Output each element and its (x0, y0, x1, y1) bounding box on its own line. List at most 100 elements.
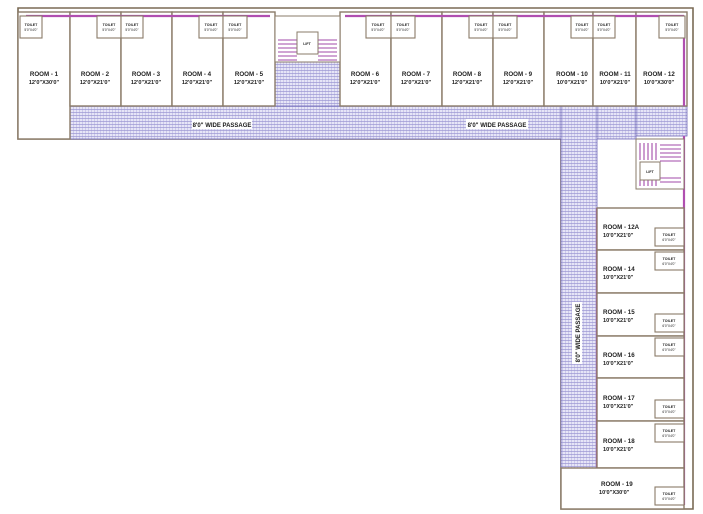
passage-labels: 8'0" WIDE PASSAGE 8'0" WIDE PASSAGE 8'0"… (192, 119, 582, 364)
toilet-14 (654, 251, 685, 271)
toilet-19-size: 6'0"X4'0" (662, 497, 676, 501)
toilet-1-label: TOILET (25, 23, 39, 27)
toilet-9-size: 5'0"X4'0" (498, 28, 512, 32)
room-15-size: 10'0"X21'0" (603, 318, 634, 324)
passage-lift-lobby-right (635, 105, 688, 137)
toilet-11-label: TOILET (598, 23, 612, 27)
room-11-name: ROOM - 11 (599, 71, 631, 78)
lift-label-right: LIFT (646, 170, 654, 174)
room-labels: ROOM - 1 12'0"X30'0" ROOM - 2 12'0"X21'0… (29, 71, 676, 86)
toilet-3 (120, 15, 144, 39)
toilet-10-size: 5'0"X4'0" (575, 28, 589, 32)
toilet-12 (658, 15, 686, 39)
room-12-size: 10'0"X30'0" (644, 80, 675, 86)
stair-core-right (635, 138, 685, 190)
toilet-9-label: TOILET (499, 23, 513, 27)
room-12-name: ROOM - 12 (643, 71, 675, 78)
toilet-18 (654, 423, 685, 443)
room-9-name: ROOM - 9 (504, 71, 533, 78)
passage-label-right: 8'0" WIDE PASSAGE (468, 123, 527, 129)
toilet-1-size: 5'0"X4'0" (24, 28, 38, 32)
room-16-size: 10'0"X21'0" (603, 361, 634, 367)
stair-core-top (274, 15, 341, 63)
room-18-name: ROOM - 18 (603, 438, 635, 445)
passage-lift-lobby (274, 61, 341, 107)
room-5-name: ROOM - 5 (235, 71, 264, 78)
toilet-16 (654, 337, 685, 357)
toilet-15-label: TOILET (663, 319, 677, 323)
toilet-17-size: 6'0"X4'0" (662, 410, 676, 414)
room-4-size: 12'0"X21'0" (182, 80, 213, 86)
toilet-3-size: 5'0"X4'0" (125, 28, 139, 32)
toilet-2-size: 5'0"X4'0" (102, 28, 116, 32)
toilet-4 (198, 15, 224, 39)
room-19-name: ROOM - 19 (601, 481, 633, 488)
toilet-9 (492, 15, 518, 39)
toilet-16-size: 6'0"X4'0" (662, 348, 676, 352)
toilet-18-label: TOILET (663, 429, 677, 433)
toilet-7 (390, 15, 416, 39)
room-12a-name: ROOM - 12A (603, 224, 640, 231)
toilet-12-label: TOILET (666, 23, 680, 27)
room-10-name: ROOM - 10 (556, 71, 588, 78)
toilet-7-size: 5'0"X4'0" (396, 28, 410, 32)
toilet-8 (468, 15, 494, 39)
room-11-size: 10'0"X21'0" (600, 80, 631, 86)
toilet-12a-label: TOILET (663, 233, 677, 237)
toilet-8-label: TOILET (475, 23, 489, 27)
passage-top (69, 105, 637, 140)
passage-label-vertical: 8'0" WIDE PASSAGE (576, 304, 582, 363)
toilet-4-label: TOILET (205, 23, 219, 27)
toilet-6-size: 5'0"X4'0" (371, 28, 385, 32)
room-5 (222, 11, 276, 107)
room-9-size: 12'0"X21'0" (503, 80, 534, 86)
room-1-name: ROOM - 1 (30, 71, 59, 78)
toilet-12-size: 5'0"X4'0" (665, 28, 679, 32)
toilet-15 (654, 313, 685, 333)
room-12a-size: 10'0"X21'0" (603, 233, 634, 239)
toilet-19 (654, 486, 685, 506)
room-3-size: 12'0"X21'0" (131, 80, 162, 86)
room-7-name: ROOM - 7 (402, 71, 431, 78)
toilet-4-size: 5'0"X4'0" (204, 28, 218, 32)
room-7-size: 12'0"X21'0" (401, 80, 432, 86)
room-1-size: 12'0"X30'0" (29, 80, 60, 86)
toilet-19-label: TOILET (663, 492, 677, 496)
passage-right (560, 105, 598, 469)
toilet-1 (19, 15, 43, 39)
room-8-size: 12'0"X21'0" (452, 80, 483, 86)
room-4-name: ROOM - 4 (183, 71, 212, 78)
room-2-size: 12'0"X21'0" (80, 80, 111, 86)
room-2-name: ROOM - 2 (81, 71, 110, 78)
toilet-11-size: 5'0"X4'0" (597, 28, 611, 32)
toilet-11 (592, 15, 616, 39)
toilet-12a-size: 6'0"X4'0" (662, 238, 676, 242)
toilet-2 (96, 15, 122, 39)
room-10-size: 10'0"X21'0" (557, 80, 588, 86)
room-14-size: 10'0"X21'0" (603, 275, 634, 281)
toilet-5-label: TOILET (229, 23, 243, 27)
toilet-2-label: TOILET (103, 23, 117, 27)
right-toilet-labels: TOILET 6'0"X4'0" TOILET 6'0"X4'0" TOILET… (662, 233, 676, 501)
room-17-size: 10'0"X21'0" (603, 404, 634, 410)
room-17-name: ROOM - 17 (603, 395, 635, 402)
room-18-size: 10'0"X21'0" (603, 447, 634, 453)
room-6-name: ROOM - 6 (351, 71, 380, 78)
top-toilet-labels: TOILET 5'0"X4'0" TOILET 5'0"X4'0" TOILET… (24, 23, 679, 32)
toilet-6-label: TOILET (372, 23, 386, 27)
room-5-size: 12'0"X21'0" (234, 80, 265, 86)
right-room-labels: ROOM - 12A 10'0"X21'0" ROOM - 14 10'0"X2… (599, 224, 640, 496)
toilet-10-label: TOILET (576, 23, 590, 27)
room-6-size: 12'0"X21'0" (350, 80, 381, 86)
toilet-14-label: TOILET (663, 257, 677, 261)
toilet-3-label: TOILET (126, 23, 140, 27)
room-16-name: ROOM - 16 (603, 352, 635, 359)
toilet-18-size: 6'0"X4'0" (662, 434, 676, 438)
room-8-name: ROOM - 8 (453, 71, 482, 78)
toilet-14-size: 6'0"X4'0" (662, 262, 676, 266)
right-toilets (654, 227, 685, 506)
room-19-size: 10'0"X30'0" (599, 490, 630, 496)
room-14-name: ROOM - 14 (603, 266, 635, 273)
top-toilets (19, 15, 686, 39)
toilet-8-size: 5'0"X4'0" (474, 28, 488, 32)
